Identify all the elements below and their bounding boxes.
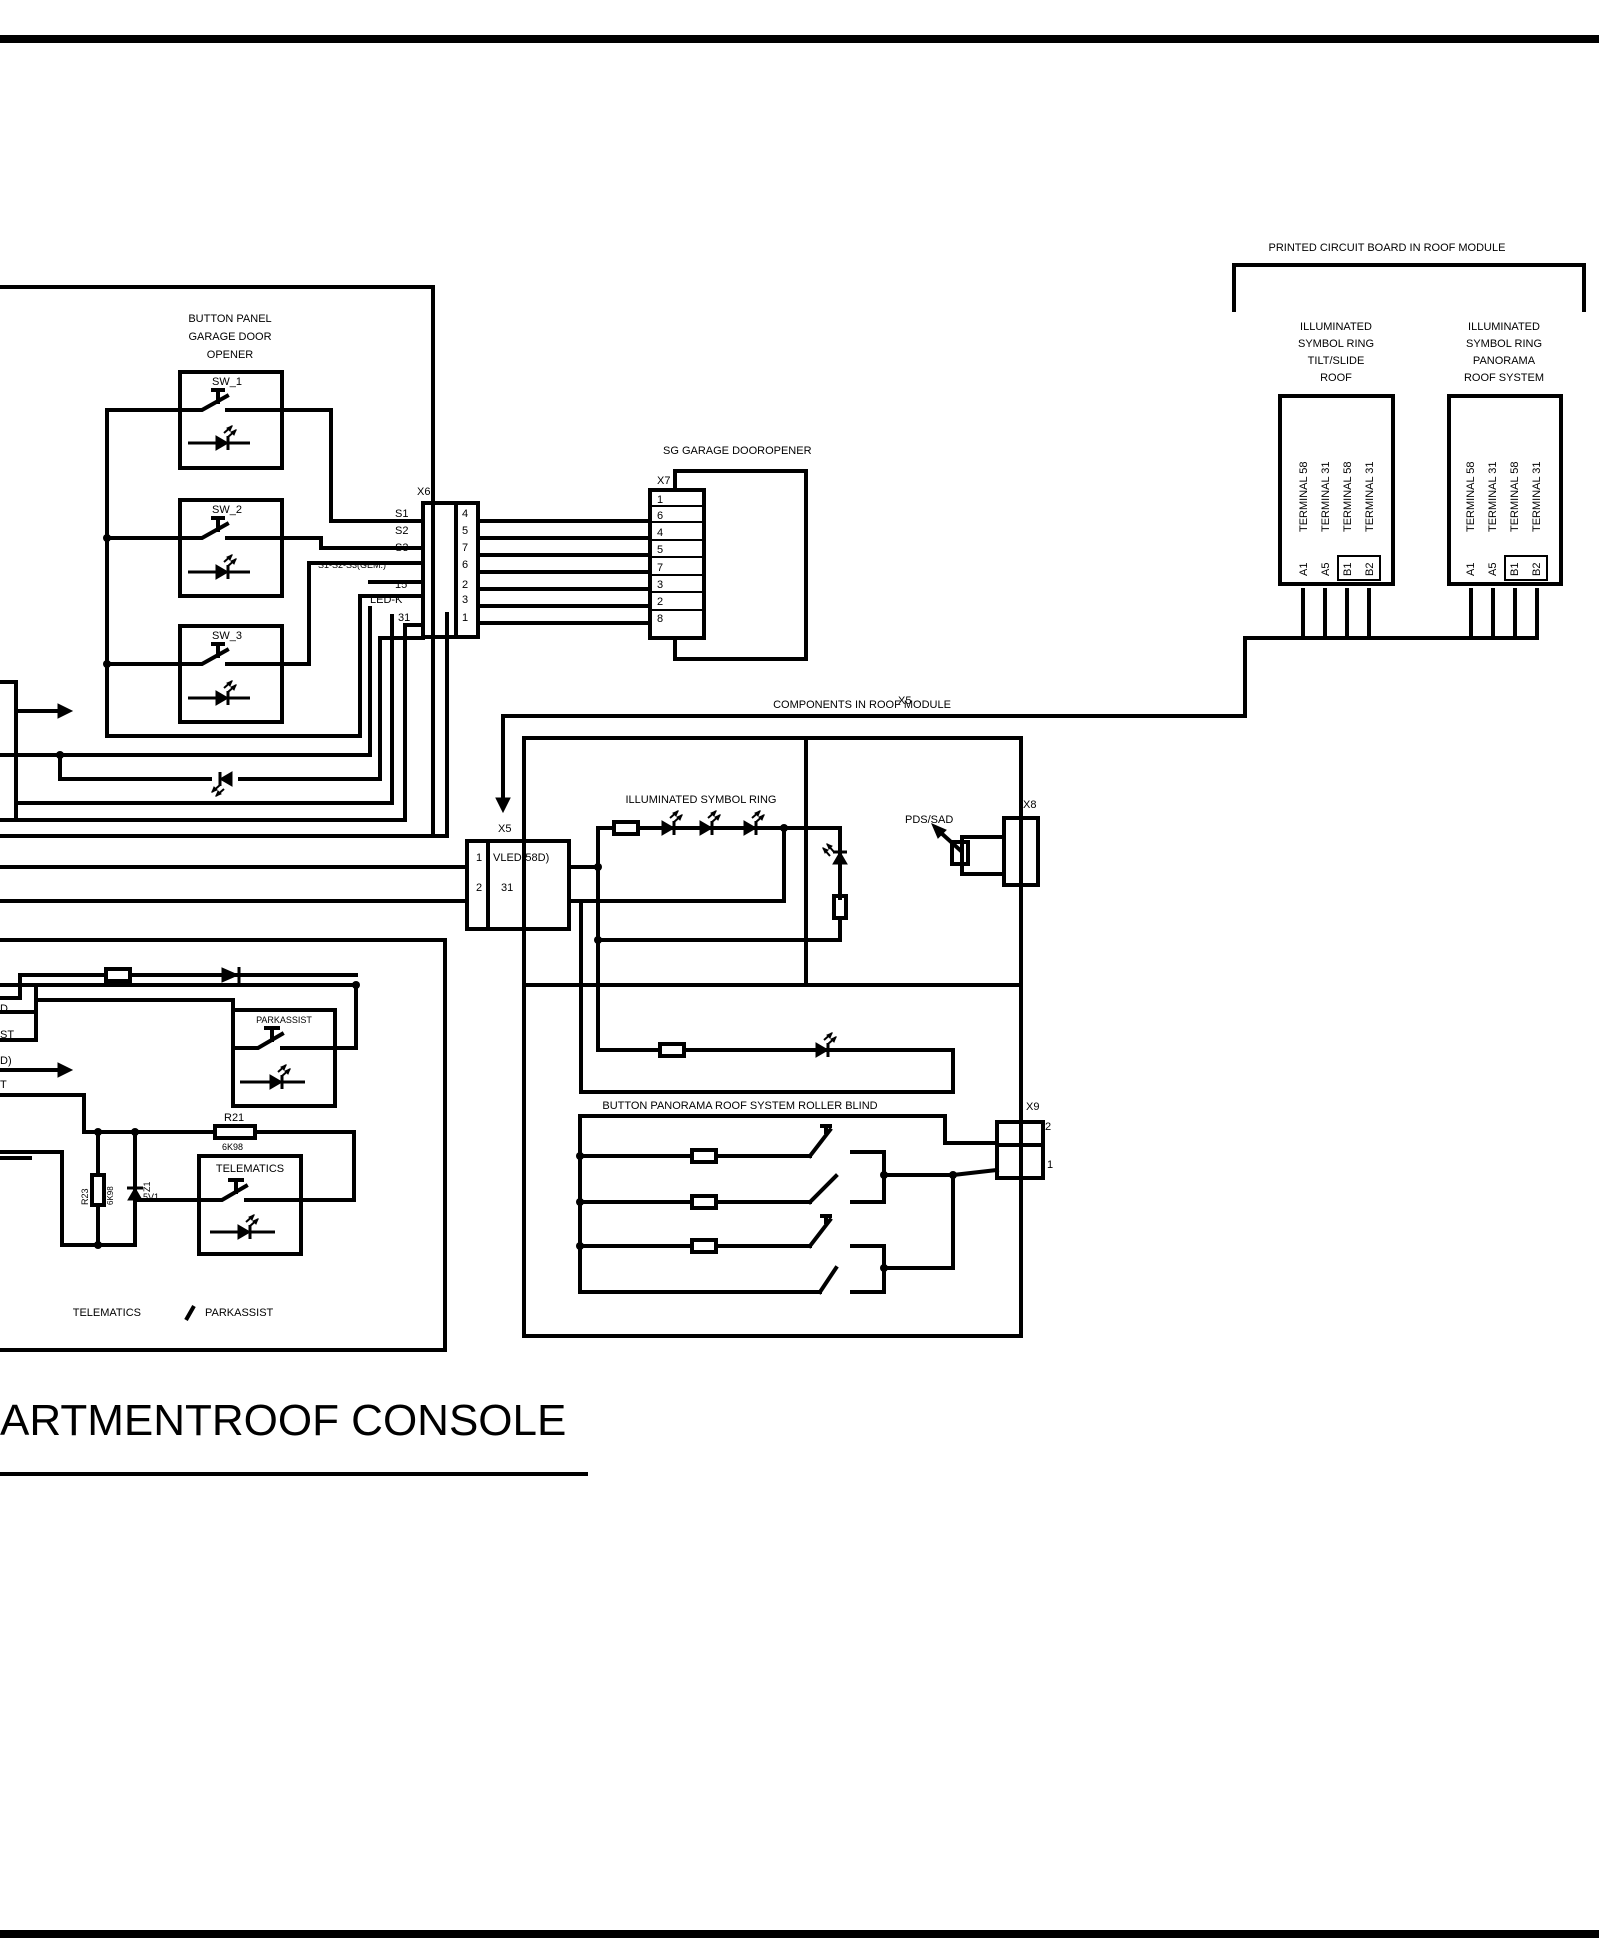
x6-pin-e: 2 (462, 579, 468, 591)
x6-signal-s2: S2 (395, 525, 408, 537)
ring-tilt-pin-a1: A1 (1298, 563, 1310, 576)
roof-module-title: COMPONENTS IN ROOF MODULE (773, 699, 951, 711)
left-fragment-3: D) (0, 1055, 12, 1067)
x7-label: X7 (657, 475, 670, 487)
pcb-title: PRINTED CIRCUIT BOARD IN ROOF MODULE (1269, 242, 1506, 254)
telematics-parkassist-unit: D ST D) T PARKASSIST R21 6K98 (0, 938, 447, 1352)
left-fragment-4: T (0, 1079, 7, 1091)
telematics-label: TELEMATICS (216, 1163, 284, 1175)
x5-label: X5 (498, 823, 511, 835)
x7-pin-5: 7 (657, 562, 663, 574)
x7-pin-1: 1 (657, 494, 663, 506)
x6-signal-s3: S3 (395, 542, 408, 554)
ring-panorama-title-2: SYMBOL RING (1466, 338, 1542, 350)
switch-sw2 (178, 498, 284, 598)
x5-pin2: 2 (476, 882, 482, 894)
ring-panorama-title-3: PANORAMA (1473, 355, 1536, 367)
x6-signal-common: S1-S2-S3(GEM.) (318, 560, 386, 570)
parkassist-label: PARKASSIST (256, 1015, 312, 1025)
ring-tilt-box (1278, 394, 1395, 586)
ring-panorama-terminal-1: TERMINAL 58 (1465, 461, 1477, 532)
x6-pin-b: 5 (462, 525, 468, 537)
ring-panorama-title-1: ILLUMINATED (1468, 321, 1540, 333)
pds-label: PDS/SAD (905, 814, 953, 826)
ring-tilt-terminal-3: TERMINAL 58 (1342, 461, 1354, 532)
page-title: ARTMENTROOF CONSOLE (0, 1396, 566, 1445)
ring-panorama-pin-b2: B2 (1531, 563, 1543, 576)
garage-opener-title: SG GARAGE DOOROPENER (663, 445, 812, 457)
connector-x6: X6 S1 S2 S3 S1-S2-S3(GEM.) 15 LED-K 31 4… (318, 486, 652, 639)
ring-panorama-terminal-4: TERMINAL 31 (1531, 461, 1543, 532)
switch-sw2-label: SW_2 (212, 504, 242, 516)
switch-sw3-label: SW_3 (212, 630, 242, 642)
x7-pin-7: 2 (657, 596, 663, 608)
telematics-caption-right: PARKASSIST (205, 1307, 274, 1319)
x7-pin-8: 8 (657, 613, 663, 625)
switch-sw1 (178, 370, 284, 470)
ring-tilt-pin-b2: B2 (1364, 563, 1376, 576)
symbol-ring-label: ILLUMINATED SYMBOL RING (626, 794, 777, 806)
zener-name: Z1 (142, 1181, 152, 1192)
ring-tilt-title-3: TILT/SLIDE (1308, 355, 1365, 367)
telematics-switch (197, 1154, 303, 1256)
x6-pin-g: 1 (462, 612, 468, 624)
x7-pin-3: 4 (657, 527, 663, 539)
x6-signal-s1: S1 (395, 508, 408, 520)
ring-tilt-pin-b1: B1 (1342, 563, 1354, 576)
r23-label: R23 (80, 1188, 90, 1205)
roof-module: COMPONENTS IN ROOF MODULE X5 X5 1 VLED(5… (0, 695, 1053, 1338)
switch-sw3 (178, 624, 284, 724)
x6-signal-ledk: LED-K (370, 594, 403, 606)
parkassist-switch (231, 1008, 337, 1108)
left-partial-unit (0, 606, 449, 838)
ring-panorama-pin-a1: A1 (1465, 563, 1477, 576)
ring-panorama-pin-b1: B1 (1509, 563, 1521, 576)
button-panel-garage-door: BUTTON PANEL GARAGE DOOR OPENER SW_1 SW_… (0, 285, 435, 838)
ring-tilt-terminal-4: TERMINAL 31 (1364, 461, 1376, 532)
x6-signal-15: 15 (395, 579, 407, 591)
ring-tilt-pin-a5: A5 (1320, 563, 1332, 576)
x7-pin-2: 6 (657, 510, 663, 522)
x8-label: X8 (1023, 799, 1036, 811)
r23-value: 6K98 (106, 1186, 115, 1205)
button-panel-title-1: BUTTON PANEL (188, 313, 271, 325)
x6-signal-31: 31 (398, 612, 410, 624)
button-panel-title-2: GARAGE DOOR (188, 331, 271, 343)
ring-tilt-terminal-2: TERMINAL 31 (1320, 461, 1332, 532)
zener-value: 5V1 (143, 1192, 159, 1202)
pcb-roof-module: PRINTED CIRCUIT BOARD IN ROOF MODULE ILL… (495, 242, 1586, 814)
x6-pin-a: 4 (462, 508, 468, 520)
ring-panorama-title-4: ROOF SYSTEM (1464, 372, 1544, 384)
x6-pin-d: 6 (462, 559, 468, 571)
x9-label: X9 (1026, 1101, 1039, 1113)
ring-panorama-box (1447, 394, 1563, 586)
x6-pin-c: 7 (462, 542, 468, 554)
button-panel-title-3: OPENER (207, 349, 254, 361)
x5-pin1: 1 (476, 852, 482, 864)
x9-pin2: 2 (1045, 1121, 1051, 1133)
switch-sw1-label: SW_1 (212, 376, 242, 388)
x7-pin-6: 3 (657, 579, 663, 591)
telematics-caption-left: TELEMATICS (73, 1307, 141, 1319)
left-fragment-1: D (0, 1003, 8, 1015)
ring-panorama-terminal-3: TERMINAL 58 (1509, 461, 1521, 532)
garage-door-opener-unit: SG GARAGE DOOROPENER X7 1 6 4 5 7 3 2 8 (648, 445, 812, 661)
roller-blind-label: BUTTON PANORAMA ROOF SYSTEM ROLLER BLIND (602, 1100, 877, 1112)
x5-pin2-signal: 31 (501, 882, 513, 894)
ring-panorama-terminal-2: TERMINAL 31 (1487, 461, 1499, 532)
roof-module-title-overlap: X5 (898, 695, 911, 707)
ring-panorama-pin-a5: A5 (1487, 563, 1499, 576)
x7-pin-4: 5 (657, 544, 663, 556)
ring-tilt-title-4: ROOF (1320, 372, 1352, 384)
x6-label: X6 (417, 486, 430, 498)
r21-value: 6K98 (222, 1142, 243, 1152)
ring-tilt-terminal-1: TERMINAL 58 (1298, 461, 1310, 532)
x5-pin1-signal: VLED(58D) (493, 852, 549, 864)
r21-label: R21 (224, 1112, 244, 1124)
x9-pin1: 1 (1047, 1159, 1053, 1171)
ring-tilt-title-1: ILLUMINATED (1300, 321, 1372, 333)
ring-tilt-title-2: SYMBOL RING (1298, 338, 1374, 350)
x6-pin-f: 3 (462, 594, 468, 606)
